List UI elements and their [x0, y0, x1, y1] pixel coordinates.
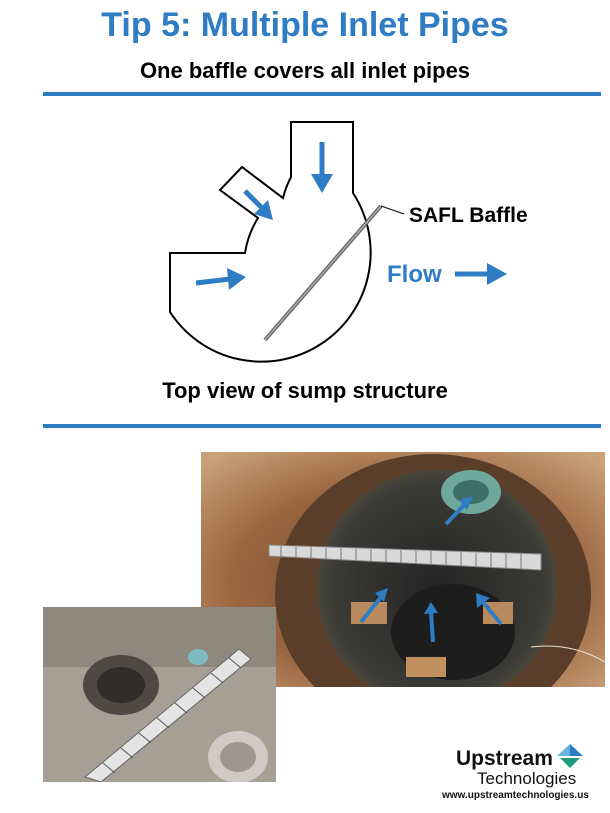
page-subtitle: One baffle covers all inlet pipes [139, 58, 471, 83]
sump-photo-small [43, 607, 276, 782]
sump-outline [169, 121, 372, 363]
baffle-grate [268, 544, 542, 571]
small-baffle-grate [83, 648, 252, 782]
diagram-caption: Top view of sump structure [162, 378, 448, 403]
sump-diagram: SAFL Baffle Flow [169, 121, 528, 363]
bottom-divider [43, 424, 601, 428]
inlet-arrow-left [195, 268, 246, 290]
flow-label: Flow [387, 261, 442, 288]
safl-baffle-label: SAFL Baffle [409, 204, 528, 227]
logo-subname: Technologies [477, 769, 577, 788]
page-title: Tip 5: Multiple Inlet Pipes [101, 6, 509, 44]
flow-arrow [455, 263, 507, 285]
photo-arrows [359, 496, 503, 643]
top-divider [43, 92, 601, 96]
logo-url: www.upstreamtechnologies.us [442, 790, 589, 801]
inlet-arrow-diagonal [243, 189, 273, 220]
upstream-logo-icon [557, 744, 583, 768]
baffle-leader-line [380, 205, 405, 215]
logo-name: Upstream [456, 747, 553, 770]
inlet-arrow-top [311, 142, 333, 193]
